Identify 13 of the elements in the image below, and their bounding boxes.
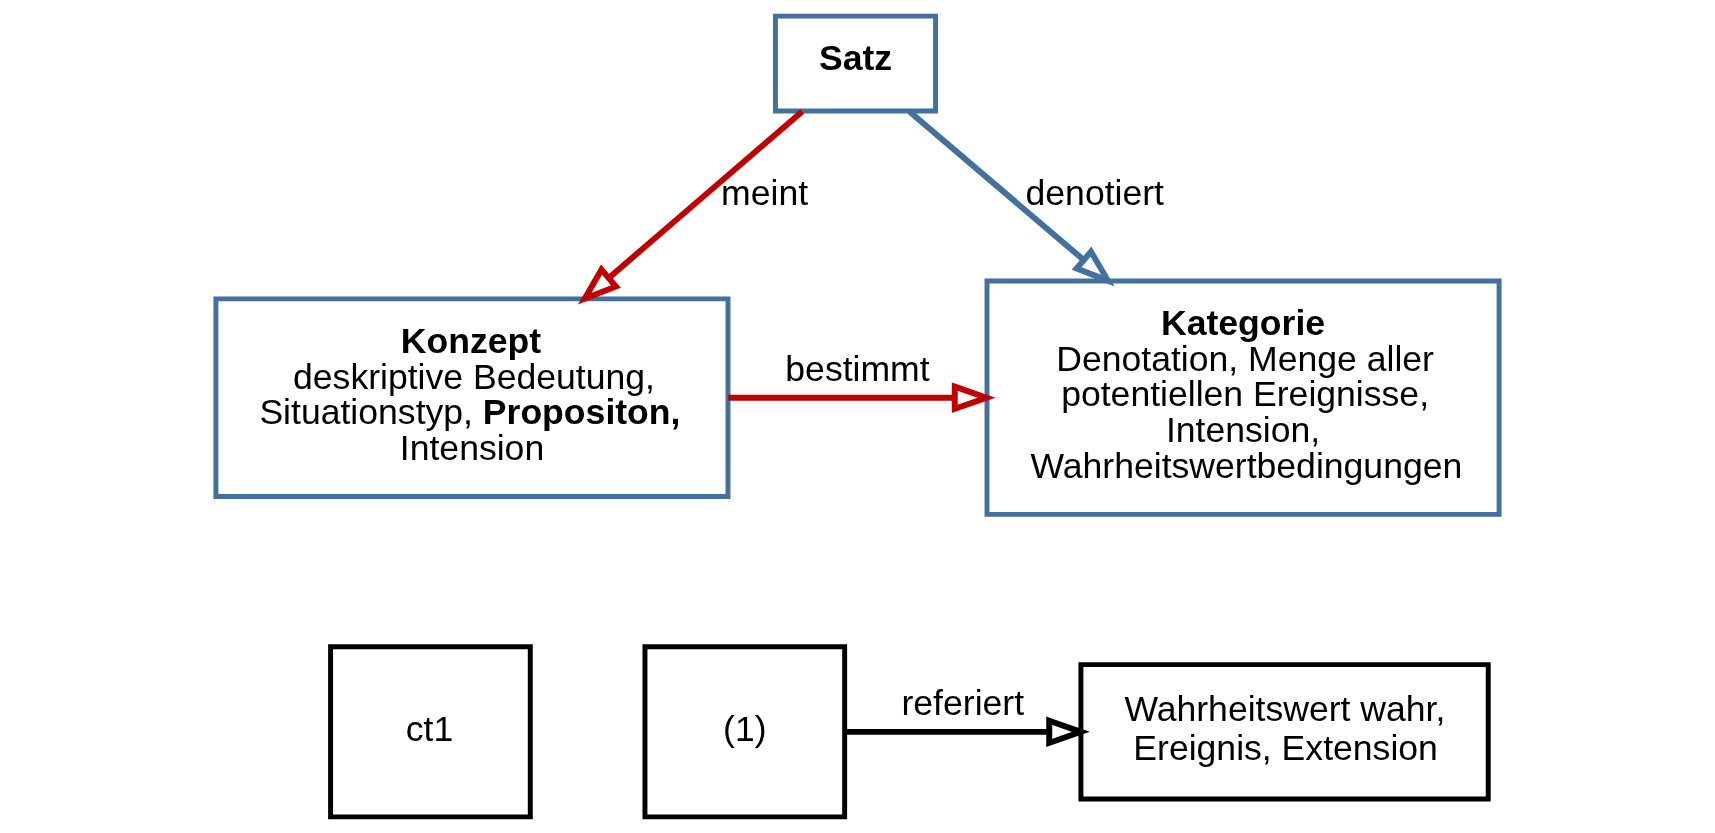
- arrow: [728, 382, 996, 413]
- node-box: (1): [642, 644, 848, 820]
- node-box: Konzept deskriptive Bedeutung, Situationstyp, Propositon, Intension: [213, 296, 731, 500]
- node-box: ct1: [328, 644, 533, 820]
- edge-label: denotiert: [1025, 172, 1165, 213]
- node-box: Kategorie Denotation, Menge aller potentiellen Ereignisse, Intension, Wahrheitswertbedingungen: [984, 278, 1502, 517]
- edge-label: bestimmt: [785, 348, 930, 389]
- edge-label: referiert: [901, 682, 1025, 723]
- edge-label: meint: [721, 172, 809, 213]
- node-box: Satz: [773, 13, 939, 114]
- arrow: [845, 716, 1090, 748]
- node-box: Wahrheitswert wahr, Ereignis, Extension: [1078, 662, 1491, 802]
- arrow: [577, 109, 805, 305]
